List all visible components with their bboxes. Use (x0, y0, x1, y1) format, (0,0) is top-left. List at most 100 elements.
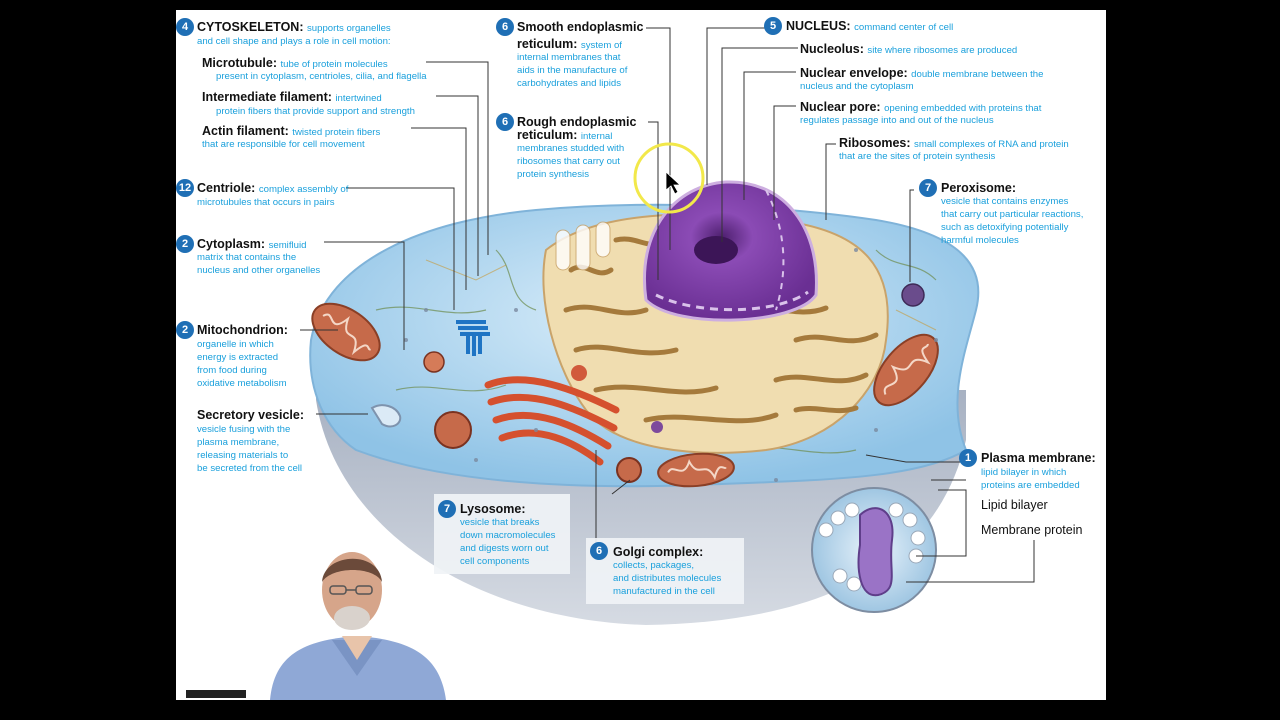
peroxisome-title: Peroxisome: (941, 181, 1017, 195)
ribosomes-desc-2: that are the sites of protein synthesis (839, 151, 996, 162)
nucleus-desc-1: command center of cell (854, 22, 954, 33)
smooth-er-title-1: Smooth endoplasmic (517, 20, 644, 34)
secretory-title: Secretory vesicle: (197, 408, 305, 422)
secretory-desc-2: plasma membrane, (197, 437, 280, 448)
badge-centriole: 12 (176, 179, 194, 197)
lysosome-desc-2: down macromolecules (460, 530, 556, 541)
membrane-inset (811, 487, 937, 613)
cytoplasm-desc-2: matrix that contains the (197, 252, 297, 263)
mitochondrion-desc-block: organelle in which energy is extracted f… (197, 338, 287, 390)
microtubule-desc-2: present in cytoplasm, centrioles, cilia,… (216, 71, 427, 82)
intermediate-title: Intermediate filament: (202, 90, 332, 104)
cursor-highlight (633, 142, 705, 214)
badge-smooth-er: 6 (496, 18, 514, 36)
badge-nucleus: 5 (764, 17, 782, 35)
lysosome-title: Lysosome: (460, 502, 526, 516)
badge-cytoskeleton: 4 (176, 18, 194, 36)
peroxisome-desc-2: that carry out particular reactions, (941, 209, 1084, 220)
microtubule-desc-1: tube of protein molecules (280, 59, 388, 70)
rough-er-desc-block: membranes studded with ribosomes that ca… (517, 142, 624, 181)
vesicles (370, 283, 925, 483)
label-nuclear-envelope: Nuclear envelope: double membrane betwee… (800, 66, 1043, 82)
actin-title: Actin filament: (202, 124, 289, 138)
nuclear-envelope-desc-1: double membrane between the (911, 69, 1044, 80)
ribosomes-title: Ribosomes: (839, 136, 911, 150)
lysosome-desc-3: and digests worn out (460, 543, 549, 554)
ribosomes-desc-1: small complexes of RNA and protein (914, 139, 1069, 150)
slide: 4 CYTOSKELETON: supports organelles and … (176, 10, 1106, 700)
mitochondrion-desc-4: oxidative metabolism (197, 378, 287, 389)
chair-edge (186, 690, 246, 698)
lysosome-box (434, 494, 570, 574)
rough-er-title-1: Rough endoplasmic (517, 115, 637, 129)
cytoskeleton-desc-2: and cell shape and plays a role in cell … (197, 36, 391, 47)
badge-cytoplasm: 2 (176, 235, 194, 253)
nucleolus-title: Nucleolus: (800, 42, 864, 56)
label-nucleolus: Nucleolus: site where ribosomes are prod… (800, 42, 1017, 58)
label-nuclear-pore: Nuclear pore: opening embedded with prot… (800, 100, 1041, 116)
plasma-desc-2: proteins are embedded (981, 480, 1080, 491)
badge-peroxisome: 7 (919, 179, 937, 197)
rough-er-desc-3: ribosomes that carry out (517, 156, 620, 167)
badge-rough-er: 6 (496, 113, 514, 131)
secretory-desc-1: vesicle fusing with the (197, 424, 291, 435)
peroxisome-desc-4: harmful molecules (941, 235, 1019, 246)
nuclear-envelope-title: Nuclear envelope: (800, 66, 908, 80)
rough-er-desc-2: membranes studded with (517, 143, 625, 154)
cytoskeleton-desc-1: supports organelles (306, 23, 391, 34)
centriole-desc-2: microtubules that occurs in pairs (197, 197, 335, 208)
label-nucleus: NUCLEUS: command center of cell (786, 19, 953, 35)
label-actin-filament: Actin filament: twisted protein fibers (202, 124, 380, 140)
intermediate-desc-2: protein fibers that provide support and … (216, 106, 415, 117)
smooth-er-desc-1: system of (580, 40, 622, 51)
cytoplasm-desc-3: nucleus and other organelles (197, 265, 321, 276)
actin-desc-2: that are responsible for cell movement (202, 139, 365, 150)
label-microtubule: Microtubule: tube of protein molecules (202, 56, 388, 72)
centriole (456, 320, 490, 356)
nuclear-envelope-desc-2: nucleus and the cytoplasm (800, 81, 914, 92)
golgi-desc-1: collects, packages, (613, 560, 695, 571)
label-cytoplasm: Cytoplasm: semifluid (197, 237, 306, 253)
label-smooth-er: reticulum: system of (517, 37, 622, 53)
secretory-desc-3: releasing materials to (197, 450, 289, 461)
mitochondrion-title: Mitochondrion: (197, 323, 288, 337)
presenter-video (270, 552, 446, 700)
lysosome-desc-block: vesicle that breaks down macromolecules … (460, 516, 555, 568)
smooth-er-desc-3: aids in the manufacture of (517, 65, 628, 76)
mitochondrion-desc-2: energy is extracted (197, 352, 279, 363)
peroxisome-desc-1: vesicle that contains enzymes (941, 196, 1069, 207)
lipid-bilayer-label: Lipid bilayer (981, 498, 1048, 512)
centriole-title: Centriole: (197, 181, 256, 195)
centriole-desc-1: complex assembly of (258, 184, 349, 195)
smooth-er-desc-4: carbohydrates and lipids (517, 78, 621, 89)
cytoplasm-desc-1: semifluid (268, 240, 307, 251)
plasma-title: Plasma membrane: (981, 451, 1096, 465)
actin-desc-1: twisted protein fibers (292, 127, 381, 138)
smooth-er-desc-block: internal membranes that aids in the manu… (517, 51, 627, 90)
nuclear-pore-title: Nuclear pore: (800, 100, 881, 114)
nucleolus (694, 236, 738, 264)
label-rough-er: reticulum: internal (517, 128, 612, 144)
golgi-title: Golgi complex: (613, 545, 704, 559)
label-intermediate-filament: Intermediate filament: intertwined (202, 90, 382, 106)
cell-illustration (300, 27, 1035, 625)
label-ribosomes: Ribosomes: small complexes of RNA and pr… (839, 136, 1069, 152)
rough-er-desc-4: protein synthesis (517, 169, 589, 180)
rough-er-desc-1: internal (580, 131, 613, 142)
badge-mitochondrion: 2 (176, 321, 194, 339)
membrane-protein-label: Membrane protein (981, 523, 1083, 537)
secretory-desc-block: vesicle fusing with the plasma membrane,… (197, 423, 302, 475)
intermediate-desc-1: intertwined (335, 93, 382, 104)
golgi-box (586, 538, 744, 604)
badge-lysosome: 7 (438, 500, 456, 518)
microtubule-title: Microtubule: (202, 56, 277, 70)
mitochondria (311, 302, 939, 488)
golgi-complex (484, 376, 620, 466)
badge-plasma-membrane: 1 (959, 449, 977, 467)
golgi-desc-block: collects, packages, and distributes mole… (613, 559, 721, 598)
mouse-cursor-icon (665, 171, 682, 195)
mitochondrion-desc-1: organelle in which (197, 339, 274, 350)
nucleus-title: NUCLEUS: (786, 19, 851, 33)
peroxisome-desc-3: such as detoxifying potentially (941, 222, 1069, 233)
secretory-desc-4: be secreted from the cell (197, 463, 303, 474)
